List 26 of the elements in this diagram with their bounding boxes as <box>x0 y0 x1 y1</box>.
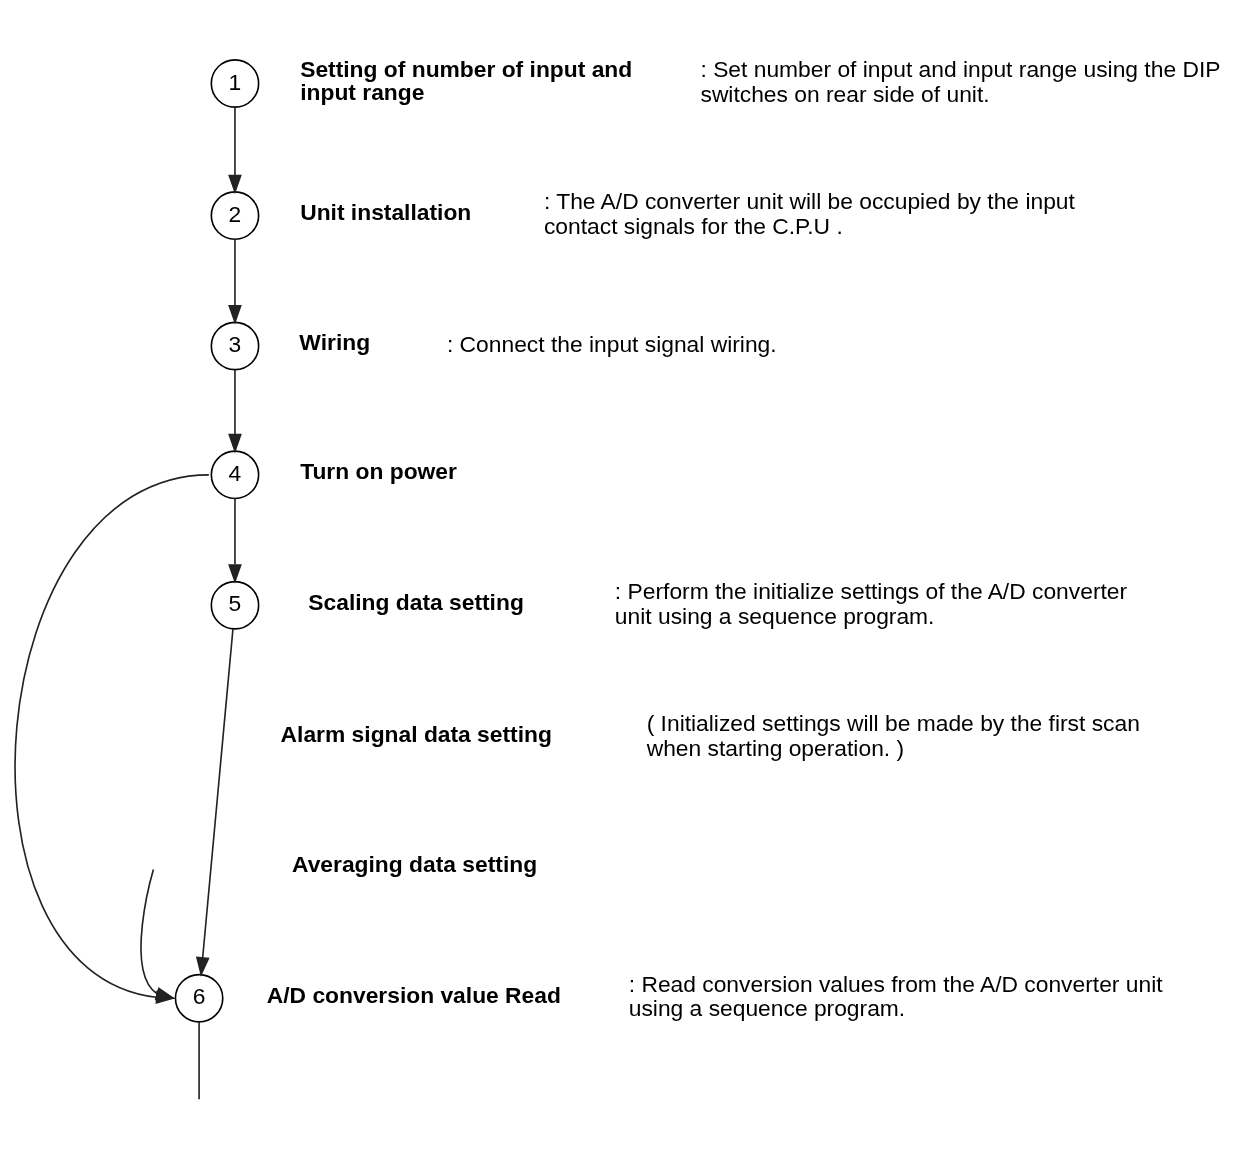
label: Alarm signal data setting <box>280 720 552 747</box>
label: ( Initialized settings will be made by the first scan when starting operation. ) <box>646 709 1140 761</box>
node-circle: 5 <box>210 580 260 630</box>
node-label: Scaling data setting <box>308 588 524 615</box>
arrow <box>228 368 242 453</box>
label: : The A/D converter unit will be occupied by the input contact signals for the C.P.U . <box>543 187 1075 239</box>
arrow <box>228 106 242 194</box>
node-label: A/D conversion value Read <box>266 981 561 1008</box>
label: : Set number of input and input range using the DIP switches on rear side of unit. <box>700 55 1221 107</box>
node-circle: 2 <box>210 190 260 240</box>
arrow <box>228 238 242 325</box>
label: Averaging data setting <box>292 850 538 877</box>
node-label: Turn on power <box>300 457 457 484</box>
node-circle: 1 <box>210 58 260 108</box>
arrow <box>228 497 242 584</box>
label: : Connect the input signal wiring. <box>446 330 777 357</box>
node-label: Unit installation <box>300 198 472 225</box>
connector <box>198 1020 200 1100</box>
node-circle: 6 <box>174 973 224 1023</box>
label: : Read conversion values from the A/D converter unit using a sequence program. <box>628 970 1163 1021</box>
arrow <box>195 627 234 977</box>
node-circle: 3 <box>210 321 260 370</box>
node-label: Setting of number of input and input range <box>300 55 633 105</box>
node-label: Wiring <box>299 328 371 355</box>
node-circle: 4 <box>210 449 260 499</box>
label: : Perform the initialize settings of the A/D converter unit using a sequence program. <box>614 577 1128 629</box>
